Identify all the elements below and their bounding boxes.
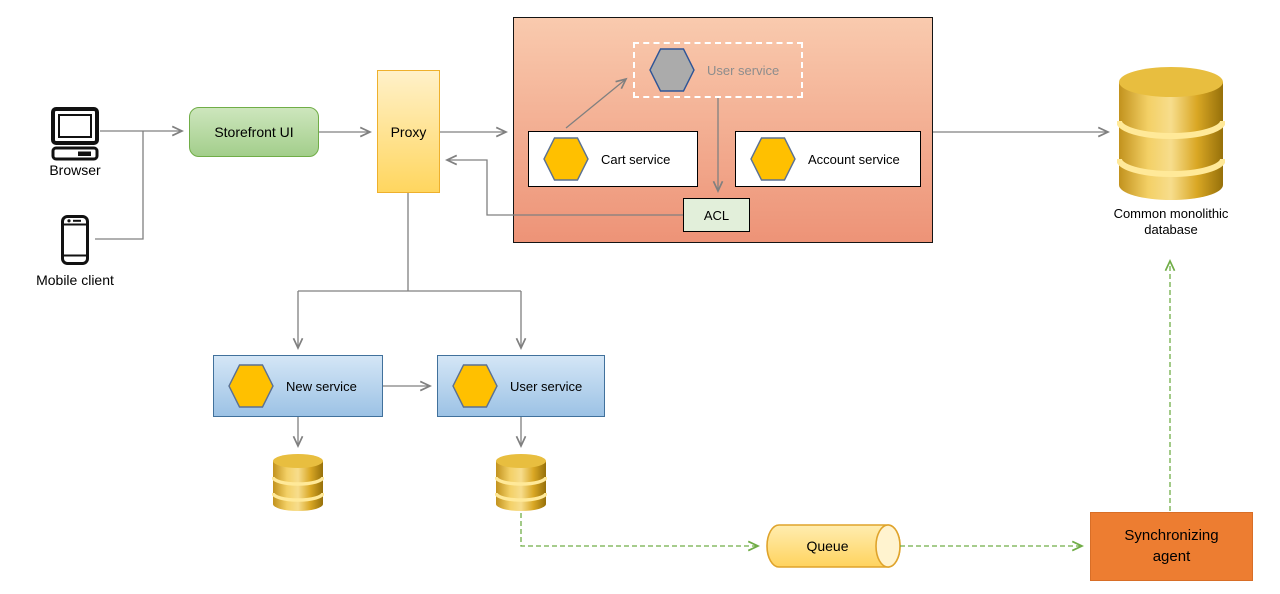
account-service-label: Account service <box>808 151 900 167</box>
sync-agent-label: Synchronizing agent <box>1124 527 1219 565</box>
proxy-label: Proxy <box>390 123 427 140</box>
planned-user-service-label: User service <box>707 62 780 78</box>
user-service-node: User service <box>437 355 605 417</box>
gold-hexagon-icon <box>543 137 589 181</box>
new-service-database-icon <box>272 453 324 512</box>
edge-userdb-to-queue <box>520 513 760 552</box>
new-service-node: New service <box>213 355 383 417</box>
new-service-label: New service <box>286 378 357 394</box>
planned-user-service-node: User service <box>633 42 803 98</box>
proxy-node: Proxy <box>377 70 440 193</box>
acl-label: ACL <box>703 207 730 223</box>
edge-mobile-to-junction <box>95 131 144 240</box>
edge-proxy-down-split <box>298 193 521 292</box>
cart-service-label: Cart service <box>601 151 671 167</box>
storefront-ui-label: Storefront UI <box>214 124 294 140</box>
user-service-database-icon <box>495 453 547 512</box>
acl-node: ACL <box>683 198 750 232</box>
gold-hexagon-icon <box>228 364 274 408</box>
cart-service-node: Cart service <box>528 131 698 187</box>
common-database-label: Common monolithic database <box>1113 206 1229 238</box>
gold-hexagon-icon <box>750 137 796 181</box>
browser-label: Browser <box>49 162 101 178</box>
account-service-node: Account service <box>735 131 921 187</box>
gold-hexagon-icon <box>452 364 498 408</box>
smartphone-icon <box>61 215 89 265</box>
storefront-ui-node: Storefront UI <box>189 107 319 157</box>
user-service-label: User service <box>510 378 583 394</box>
sync-agent-node: Synchronizing agent <box>1090 512 1253 581</box>
mobile-client-label: Mobile client <box>36 272 114 288</box>
queue-cylinder-icon <box>765 524 902 568</box>
gray-hexagon-icon <box>649 48 695 92</box>
common-database-icon <box>1117 65 1225 202</box>
desktop-computer-icon <box>50 106 100 162</box>
